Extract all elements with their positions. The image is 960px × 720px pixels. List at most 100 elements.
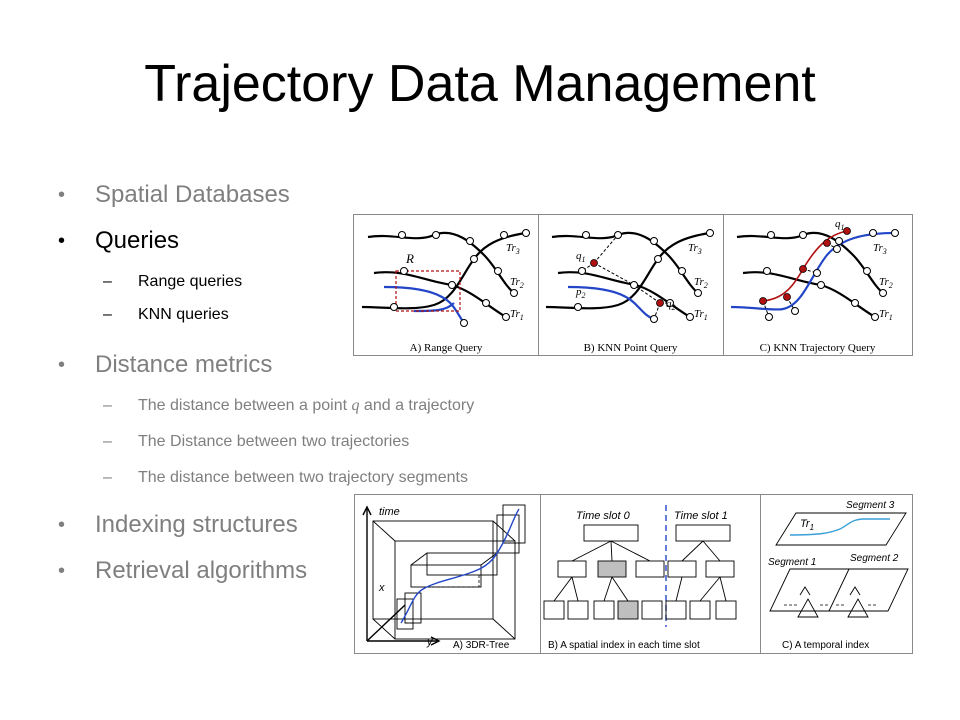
- q-subscript: 2: [672, 303, 676, 312]
- tr-subscript: 1: [704, 313, 708, 322]
- variable-q: q: [351, 397, 360, 414]
- text-part: and a trajectory: [359, 397, 475, 414]
- range-query-panel: R Tr3 Tr2 Tr1 A) Range Query: [354, 215, 539, 355]
- svg-text:Tr2: Tr2: [510, 276, 524, 290]
- sub-bullet-point-trajectory-distance: – The distance between a point q and a t…: [58, 388, 678, 424]
- svg-text:Tr1: Tr1: [879, 308, 893, 322]
- spatial-index-panel: Time slot 0 Time slot 1 B) A spatial ind…: [540, 495, 761, 653]
- bullet-spatial-databases: • Spatial Databases: [58, 172, 678, 218]
- tr-subscript: 3: [697, 247, 702, 256]
- q-subscript: 1: [841, 223, 845, 232]
- tr-label: Tr: [879, 276, 890, 288]
- query-types-figure: R Tr3 Tr2 Tr1 A) Range Query: [353, 214, 913, 356]
- tr-label: Tr: [688, 242, 699, 254]
- tr-subscript: 1: [810, 523, 814, 532]
- dash-marker: –: [103, 469, 112, 486]
- svg-text:Tr1: Tr1: [510, 308, 524, 322]
- range-query-caption: A) Range Query: [409, 342, 483, 354]
- tr-label: Tr: [510, 308, 521, 320]
- bullet-text: Distance metrics: [95, 351, 273, 378]
- sub-bullet-range-queries: – Range queries: [58, 264, 678, 300]
- svg-text:q1: q1: [576, 250, 586, 264]
- knn-trajectory-query-diagram: q1 Tr3 Tr2 Tr1: [730, 218, 899, 322]
- sub-bullet-text: The Distance between two trajectories: [138, 433, 410, 450]
- 3dr-tree-caption: A) 3DR-Tree: [453, 640, 510, 651]
- knn-trajectory-query-panel: q1 Tr3 Tr2 Tr1 C) KNN Trajectory Query: [723, 215, 912, 355]
- dash-marker: –: [103, 306, 112, 323]
- 3dr-tree-diagram: time x y: [362, 504, 526, 648]
- range-label: R: [405, 251, 414, 266]
- bullet-marker: •: [58, 514, 66, 536]
- bullet-retrieval-algorithms: • Retrieval algorithms: [58, 548, 678, 594]
- bullet-list: • Spatial Databases • Queries – Range qu…: [58, 172, 678, 594]
- segment-3-label: Segment 3: [846, 500, 895, 511]
- temporal-index-caption: C) A temporal index: [782, 640, 870, 651]
- q-label: q: [835, 218, 841, 230]
- bullet-text: Queries: [95, 227, 180, 254]
- indexing-structures-figure: time x y A) 3DR-Tree: [354, 494, 913, 654]
- svg-text:Tr1: Tr1: [694, 308, 708, 322]
- p-label: p: [575, 286, 582, 298]
- tr-subscript: 1: [520, 313, 524, 322]
- x-axis-label: x: [378, 582, 385, 594]
- bullet-text: Retrieval algorithms: [95, 557, 308, 584]
- tr-label: Tr: [879, 308, 890, 320]
- tr-label: Tr: [694, 308, 705, 320]
- tr-subscript: 2: [704, 281, 708, 290]
- bullet-marker: •: [58, 230, 66, 252]
- tr-label: Tr: [873, 242, 884, 254]
- knn-trajectory-query-caption: C) KNN Trajectory Query: [759, 342, 876, 354]
- q-label: q: [666, 298, 672, 310]
- segment-1-label: Segment 1: [768, 557, 816, 568]
- bullet-marker: •: [58, 184, 66, 206]
- svg-text:Tr1: Tr1: [800, 518, 814, 532]
- svg-text:Tr2: Tr2: [879, 276, 893, 290]
- svg-text:Tr3: Tr3: [873, 242, 887, 256]
- spatial-index-caption: B) A spatial index in each time slot: [548, 640, 700, 651]
- temporal-index-diagram: Segment 3 Segment 1 Segment 2 Tr1: [768, 500, 909, 618]
- dash-marker: –: [103, 273, 112, 290]
- sub-bullet-segment-distance: – The distance between two trajectory se…: [58, 460, 678, 502]
- p-subscript: 2: [582, 291, 586, 300]
- bullet-distance-metrics: • Distance metrics: [58, 342, 678, 388]
- knn-point-query-diagram: q1 p2 q2 Tr3 Tr2 Tr1: [545, 229, 714, 323]
- bullet-marker: •: [58, 354, 66, 376]
- y-axis-label: y: [426, 636, 434, 648]
- tr-label: Tr: [506, 242, 517, 254]
- time-axis-label: time: [379, 506, 400, 518]
- bullet-text: Indexing structures: [95, 511, 298, 538]
- time-slot-0-label: Time slot 0: [576, 510, 631, 522]
- svg-text:q1: q1: [835, 218, 845, 232]
- q-label: q: [576, 250, 582, 262]
- bullet-indexing-structures: • Indexing structures: [58, 502, 678, 548]
- time-slot-1-label: Time slot 1: [674, 510, 728, 522]
- slide-title: Trajectory Data Management: [144, 55, 816, 113]
- bullet-queries: • Queries: [58, 218, 678, 264]
- tr-subscript: 2: [889, 281, 893, 290]
- tr-label: Tr: [510, 276, 521, 288]
- sub-bullet-trajectory-distance: – The Distance between two trajectories: [58, 424, 678, 460]
- sub-bullet-text: The distance between two trajectory segm…: [138, 469, 468, 486]
- dash-marker: –: [103, 397, 112, 414]
- temporal-index-panel: Segment 3 Segment 1 Segment 2 Tr1 C) A t…: [760, 495, 912, 653]
- sub-bullet-text: The distance between a point q and a tra…: [138, 388, 474, 424]
- dash-marker: –: [103, 433, 112, 450]
- svg-text:q2: q2: [666, 298, 676, 312]
- svg-text:p2: p2: [575, 286, 586, 300]
- segment-2-label: Segment 2: [850, 553, 899, 564]
- spatial-index-diagram: Time slot 0 Time slot 1: [543, 505, 737, 627]
- q-subscript: 1: [582, 255, 586, 264]
- range-query-diagram: R Tr3 Tr2 Tr1: [361, 229, 530, 327]
- tr-label: Tr: [694, 276, 705, 288]
- tr-label: Tr: [800, 518, 811, 530]
- tr-subscript: 2: [520, 281, 524, 290]
- sub-bullet-text: Range queries: [138, 273, 243, 290]
- svg-text:Tr3: Tr3: [506, 242, 520, 256]
- svg-text:Tr2: Tr2: [694, 276, 708, 290]
- tr-subscript: 3: [515, 247, 520, 256]
- bullet-text: Spatial Databases: [95, 181, 290, 208]
- tr-subscript: 3: [882, 247, 887, 256]
- knn-point-query-caption: B) KNN Point Query: [583, 342, 678, 354]
- text-part: The distance between a point: [138, 397, 352, 414]
- knn-point-query-panel: q1 p2 q2 Tr3 Tr2 Tr1 B) KNN Point Query: [538, 215, 724, 355]
